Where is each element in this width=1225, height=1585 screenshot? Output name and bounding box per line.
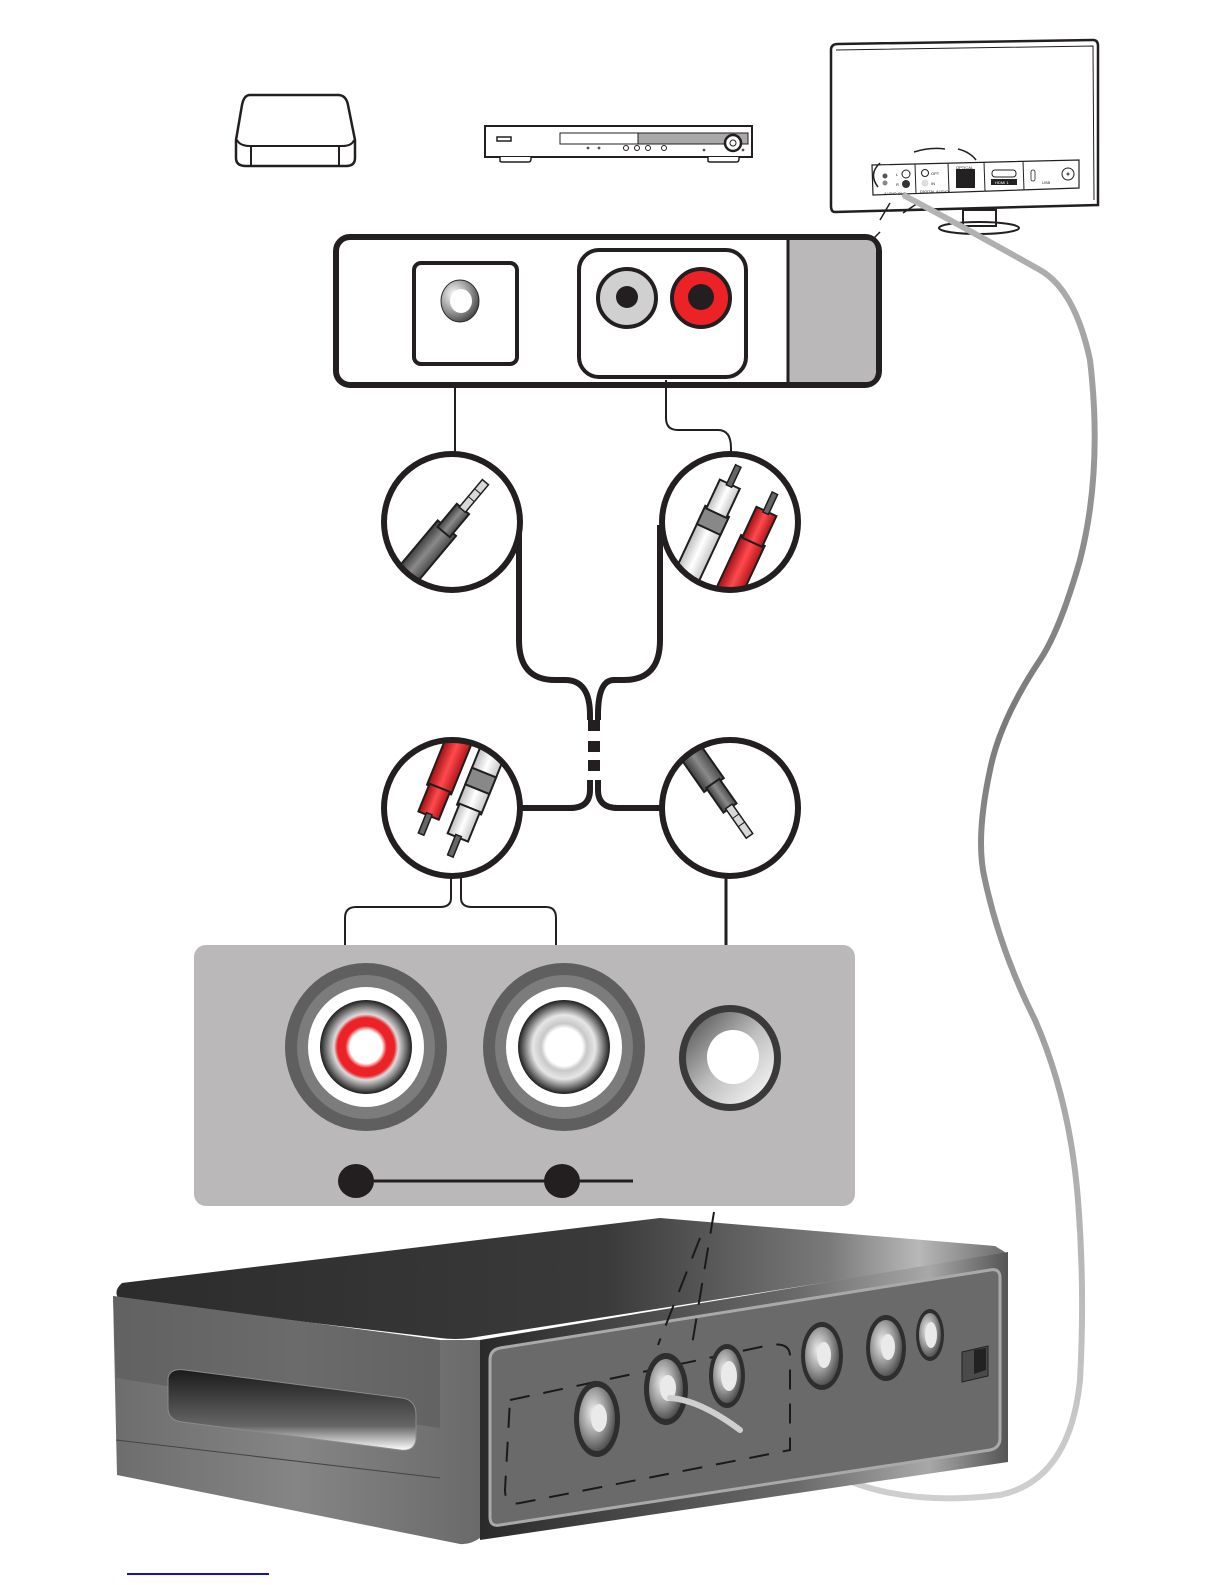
tv-port-panel: L R AUDIO OUT OPT IN DIGITAL AUDIO OPTIC… [871,159,1080,196]
mini-jack-input-port [679,1005,781,1111]
connector-rca-bottom [381,737,523,879]
cable-break-marks [588,720,600,771]
receiver-port [916,1309,944,1361]
adapter-cable [516,525,663,811]
tv-label-opt: OPT [931,171,940,176]
tv-label-audio-out: AUDIO OUT [884,191,907,196]
rca-left-port [596,267,658,329]
tv-label-hdmi: HDMI 1 [995,180,1009,185]
rca-red-input-port [285,963,447,1131]
rca-right-port [670,267,732,329]
tv-label-in: IN [931,181,935,186]
bottom-input-panel [194,945,855,1206]
footer-link-underline[interactable] [127,1573,269,1575]
mini-jack-port [440,279,480,323]
receiver-port [709,1344,745,1408]
receiver-port [866,1315,906,1381]
rca-white-input-port [483,963,645,1131]
tv-label-usb: USB [1042,180,1051,185]
tv-label-r: R [896,182,899,187]
connector-3-5mm-top [381,451,523,593]
disc-player-icon [484,125,753,163]
connector-3-5mm-bottom [659,737,801,879]
tv-label-l: L [896,172,899,177]
tv-label-optical: OPTICAL [956,165,974,170]
power-switch-icon [961,1345,989,1383]
receiver-port [801,1322,843,1390]
tv-icon: L R AUDIO OUT OPT IN DIGITAL AUDIO OPTIC… [829,38,1100,243]
connector-rca-top [659,451,801,593]
receiver-port [644,1353,688,1425]
tv-label-digital-audio: DIGITAL AUDIO [920,189,949,194]
tv-to-box-cable [667,193,1098,1502]
receiver-box-icon [113,1211,1008,1545]
top-output-panel [333,234,882,388]
media-box-icon [234,93,357,168]
receiver-port [574,1381,620,1457]
